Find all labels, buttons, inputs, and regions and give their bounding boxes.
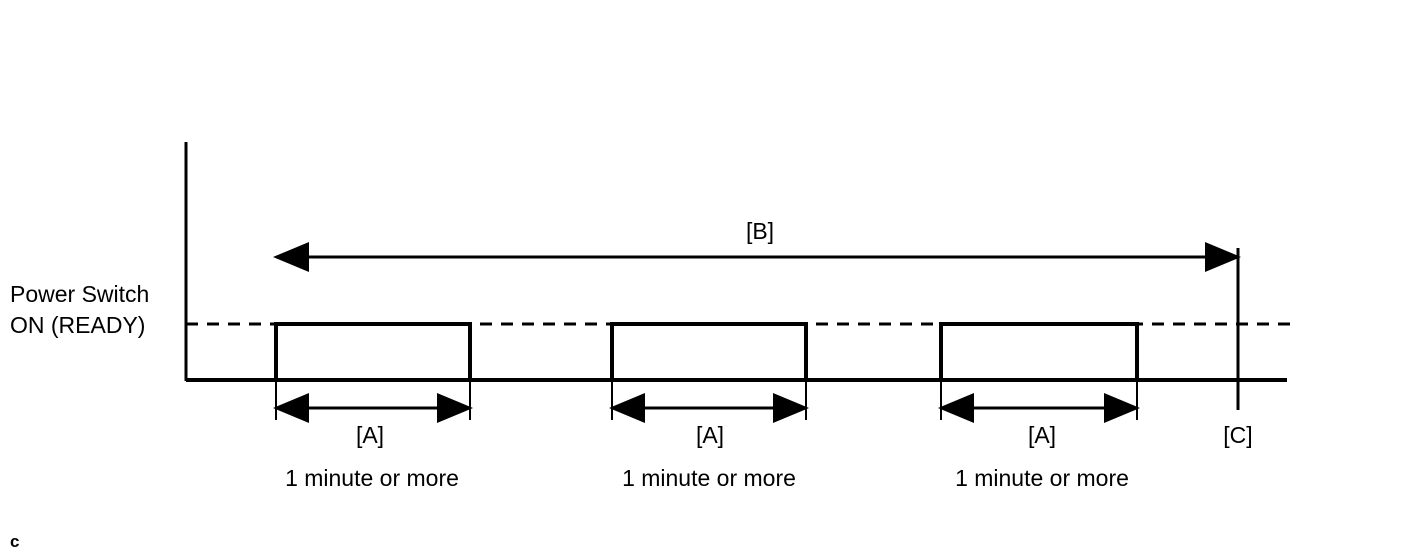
pulse-waveform-3 xyxy=(939,322,1139,380)
duration-label-3: 1 minute or more xyxy=(955,465,1129,491)
pulse-a-label-2: [A] xyxy=(696,422,724,448)
corner-mark: c xyxy=(10,532,19,551)
pulse-a-label-1: [A] xyxy=(356,422,384,448)
duration-label-2: 1 minute or more xyxy=(622,465,796,491)
y-axis-label-line2: ON (READY) xyxy=(10,312,145,338)
marker-c-label: [C] xyxy=(1223,422,1252,448)
y-axis-label-line1: Power Switch xyxy=(10,281,149,307)
pulse-waveform-1 xyxy=(274,322,472,380)
duration-label-1: 1 minute or more xyxy=(285,465,459,491)
pulse-a-label-3: [A] xyxy=(1028,422,1056,448)
span-b-label: [B] xyxy=(746,218,774,244)
pulse-waveform-2 xyxy=(610,322,808,380)
